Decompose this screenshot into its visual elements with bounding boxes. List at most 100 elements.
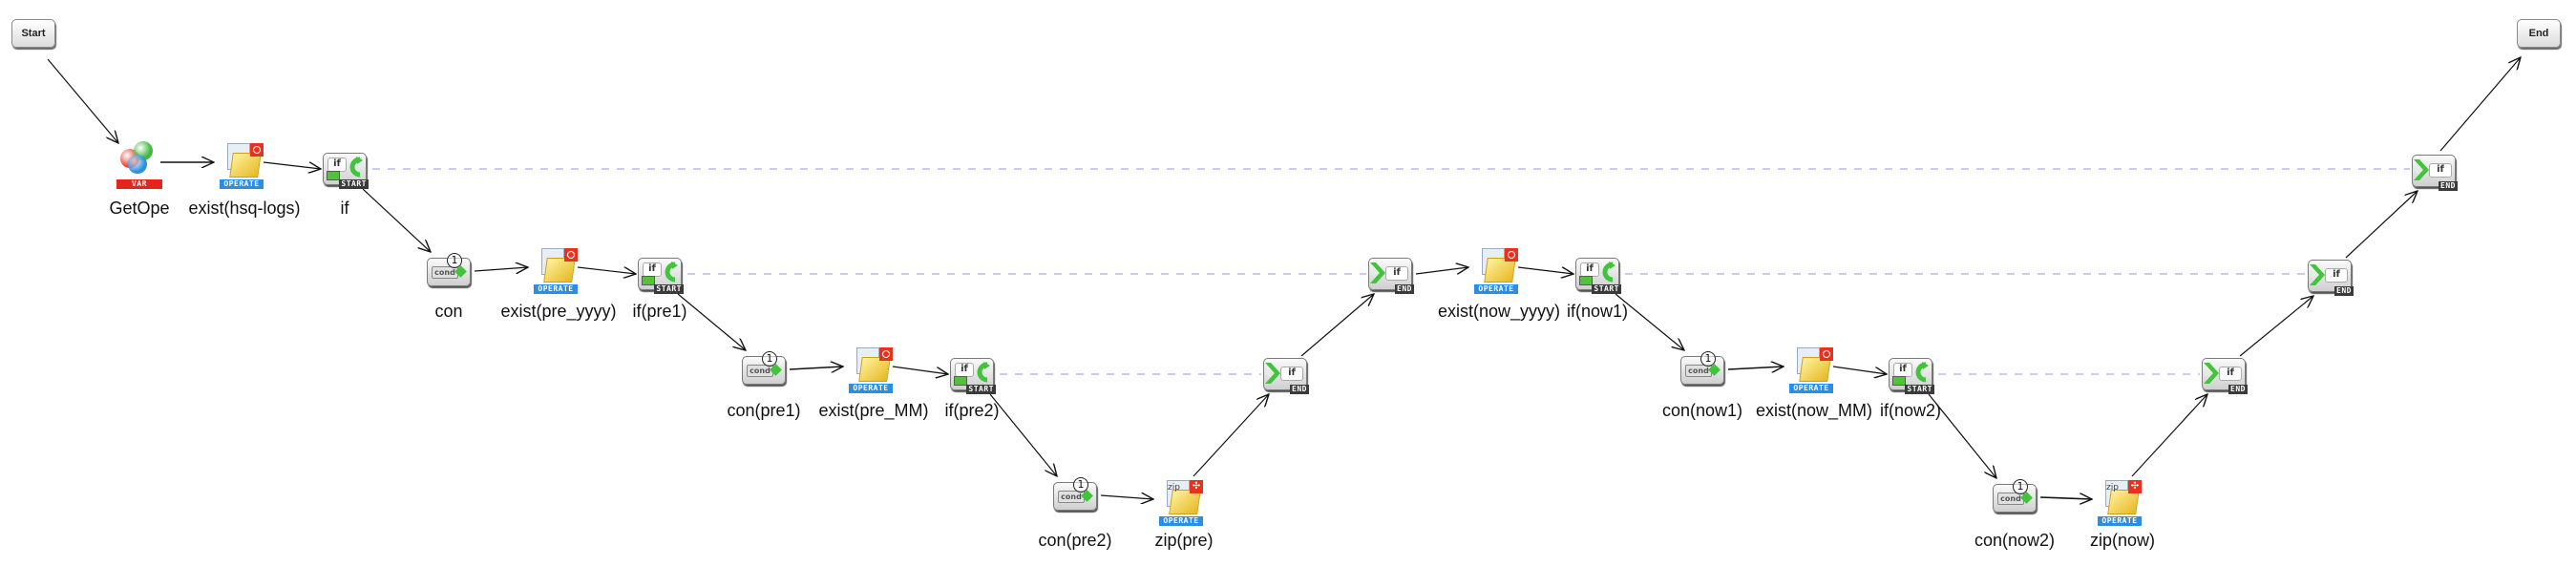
edge-exist_now_MM-to-if_now2[interactable] xyxy=(1832,366,1887,374)
node-label: exist(now_MM) xyxy=(1755,401,1873,420)
if-text: if xyxy=(1580,262,1599,277)
node-label: GetOpe xyxy=(109,199,170,218)
step-number-badge: 1 xyxy=(1073,477,1088,493)
if-text: if xyxy=(643,262,662,277)
edge-if_end_now1-to-if_end_main[interactable] xyxy=(2345,191,2418,259)
edge-if_pre2-to-con_pre2[interactable] xyxy=(989,393,1057,476)
folder-operate-icon xyxy=(1482,248,1518,283)
compress-icon: ✣ xyxy=(2128,480,2142,493)
node-zip[interactable]: zip✣ OPERATE xyxy=(1155,478,1213,526)
edge-exist_now_yyyy-to-if_now1[interactable] xyxy=(1517,266,1573,274)
edge-start-to-getope[interactable] xyxy=(47,58,118,143)
edge-if_end_pre1-to-exist_now_yyyy[interactable] xyxy=(1415,267,1468,275)
node-label: con xyxy=(434,302,463,321)
node-label: if xyxy=(340,199,349,218)
record-icon xyxy=(879,347,893,361)
node-operate[interactable]: OPERATE xyxy=(1470,246,1528,294)
loop-arrow-icon xyxy=(1915,362,1929,383)
edge-if-to-con[interactable] xyxy=(362,188,431,252)
edge-con_now2-to-zip_now[interactable] xyxy=(2039,497,2092,499)
if-text: if xyxy=(1385,266,1408,281)
if-text: if xyxy=(2429,163,2452,178)
operate-badge: OPERATE xyxy=(534,284,578,294)
zip-folder-icon: zip✣ xyxy=(1167,480,1203,514)
zip-folder-icon: zip ✣ xyxy=(2105,480,2142,514)
edge-if_end_main-to-end[interactable] xyxy=(2439,57,2521,152)
edge-exist_hsq_logs-to-if[interactable] xyxy=(263,161,321,169)
node-label: if(pre1) xyxy=(632,302,687,321)
edge-exist_pre_yyyy-to-if_pre1[interactable] xyxy=(577,266,636,274)
green-minus-icon xyxy=(642,276,655,285)
if-text: if xyxy=(2325,268,2348,283)
edge-if_now1-to-con_now1[interactable] xyxy=(1615,293,1684,350)
end-tag: END xyxy=(2439,181,2458,191)
merge-arrow-icon xyxy=(1370,262,1385,283)
edge-if_end_pre2-to-if_end_pre1[interactable] xyxy=(1300,294,1374,357)
node-zip[interactable]: zip✣OPERATE xyxy=(2094,478,2151,526)
operate-badge: OPERATE xyxy=(849,384,893,393)
edge-if_now2-to-con_now2[interactable] xyxy=(1928,393,1996,478)
node-label: con(now2) xyxy=(1974,531,2056,550)
node-label: if(pre2) xyxy=(944,401,1000,420)
start-tag: START xyxy=(1592,284,1621,294)
edge-con_now1-to-exist_now_MM[interactable] xyxy=(1727,367,1784,369)
folder-operate-icon xyxy=(227,143,264,178)
end-node[interactable]: End xyxy=(2517,19,2561,48)
loop-arrow-icon xyxy=(977,362,990,383)
edge-exist_pre_MM-to-if_pre2[interactable] xyxy=(892,366,948,374)
operate-badge: OPERATE xyxy=(1474,284,1518,294)
operate-badge: OPERATE xyxy=(1789,384,1833,393)
folder-operate-icon xyxy=(1797,347,1833,382)
node-label: zip(now) xyxy=(2089,531,2156,550)
var-badge: VAR xyxy=(116,179,162,189)
flow-edges xyxy=(47,57,2521,499)
edge-con_pre1-to-exist_pre_MM[interactable] xyxy=(789,367,843,369)
end-tag: END xyxy=(2334,286,2354,296)
zip-text: zip xyxy=(2106,483,2119,493)
node-operate[interactable]: OPERATE xyxy=(530,246,587,294)
node-var[interactable]: VAR xyxy=(113,141,170,189)
edge-zip_pre-to-if_end_pre2[interactable] xyxy=(1193,394,1269,477)
node-label: con(pre2) xyxy=(1038,531,1112,550)
node-label: exist(pre_yyyy) xyxy=(500,302,617,321)
node-label: if(now2) xyxy=(1879,401,1942,420)
merge-arrow-icon xyxy=(1265,363,1280,384)
start-tag: START xyxy=(1905,385,1934,394)
operate-badge: OPERATE xyxy=(1159,516,1203,526)
edge-if_end_now2-to-if_end_now1[interactable] xyxy=(2239,296,2313,357)
start-tag: START xyxy=(966,385,996,394)
operate-badge: OPERATE xyxy=(220,179,264,189)
record-icon xyxy=(1820,347,1833,361)
edge-con_pre2-to-zip_pre[interactable] xyxy=(1100,495,1153,499)
start-tag: START xyxy=(654,284,684,294)
edge-zip_now-to-if_end_now2[interactable] xyxy=(2131,394,2207,477)
edge-con-to-exist_pre_yyyy[interactable] xyxy=(474,267,528,271)
node-operate[interactable]: OPERATE xyxy=(1785,346,1843,393)
end-label: End xyxy=(2528,28,2549,39)
folder-operate-icon xyxy=(856,347,893,382)
edge-if_pre1-to-con_pre1[interactable] xyxy=(677,293,746,350)
blue-circle xyxy=(128,155,147,174)
start-node[interactable]: Start xyxy=(11,19,55,48)
node-operate[interactable]: OPERATE xyxy=(216,141,273,189)
node-operate[interactable]: OPERATE xyxy=(845,346,902,393)
